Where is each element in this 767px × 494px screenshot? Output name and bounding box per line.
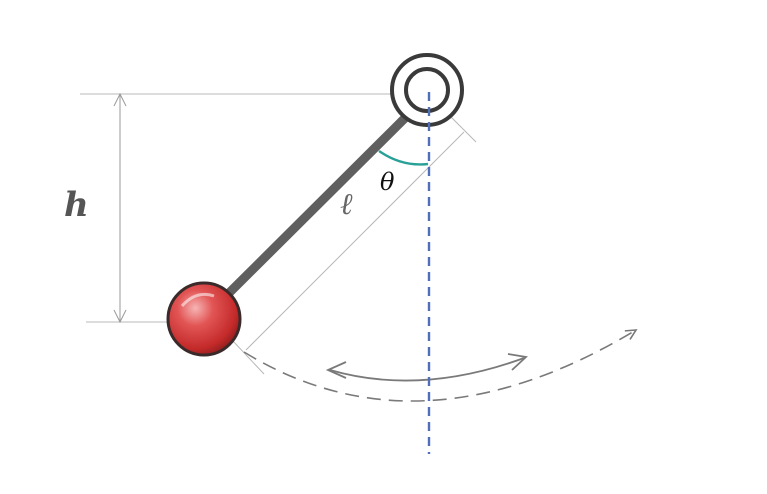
bob-highlight <box>180 292 215 308</box>
angle-arc <box>378 150 429 166</box>
swing-double-arrow <box>329 357 525 382</box>
swing-path-arc <box>243 329 638 402</box>
pivot-inner-ring <box>404 67 450 113</box>
swing-arrow-right-head <box>507 353 528 371</box>
height-dimension-bottom-arrow <box>113 309 127 324</box>
length-dimension-line <box>245 131 465 351</box>
pendulum-rod <box>219 113 410 303</box>
length-dimension-bottom-tick <box>231 339 265 375</box>
angle-label: θ <box>380 168 395 196</box>
swing-arrow-left-head <box>325 361 347 379</box>
length-dimension-top-tick <box>447 113 477 143</box>
height-dimension-top-arrow <box>113 92 127 107</box>
length-label: ℓ <box>340 187 353 222</box>
height-label: h <box>64 185 89 225</box>
